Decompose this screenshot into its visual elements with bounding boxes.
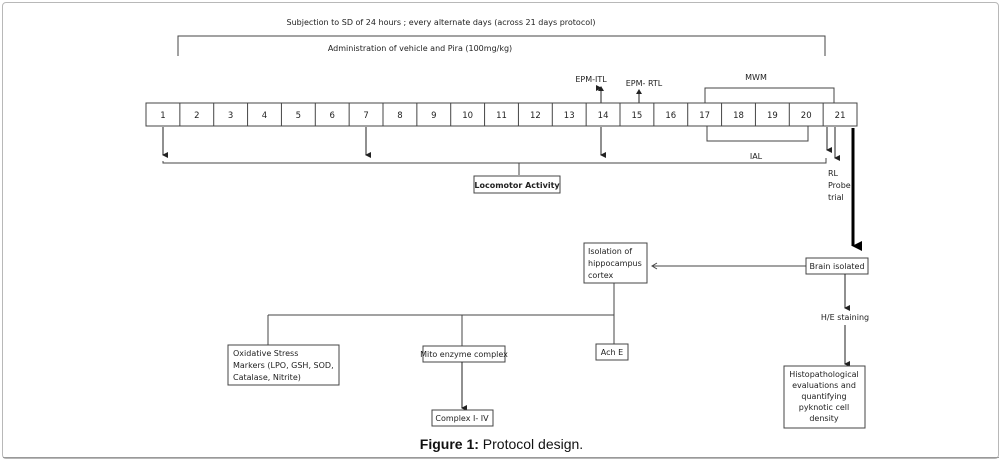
timeline-border <box>145 102 858 127</box>
figure-frame <box>2 2 999 459</box>
ial-label: IAL <box>750 152 763 161</box>
ache-box <box>595 343 629 361</box>
ache-label: Ach E <box>601 348 623 357</box>
isolation-label-1: Isolation of <box>588 247 632 256</box>
histo-label-3: quantifying <box>801 392 846 401</box>
epm-itl-label: EPM-ITL <box>575 75 607 84</box>
brain-isolated-label: Brain isolated <box>809 262 864 271</box>
epm-rtl-arrowhead <box>636 89 642 94</box>
locomotor-box <box>473 175 561 194</box>
figure-caption: Figure 1: Protocol design. <box>0 436 1003 452</box>
oxidative-box <box>227 344 340 386</box>
day-cell-6: 6 <box>330 111 335 121</box>
rl-label-3: trial <box>828 193 844 202</box>
day-cell-5: 5 <box>296 111 301 121</box>
admin-bracket <box>177 35 826 56</box>
day-cell-15: 15 <box>632 111 643 121</box>
mito-box <box>422 345 506 363</box>
locomotor-bracket <box>162 158 827 164</box>
epm-itl-arrowhead <box>598 86 604 91</box>
histo-box <box>783 365 866 429</box>
day-cell-14: 14 <box>598 111 609 121</box>
day-cell-19: 19 <box>767 111 778 121</box>
he-staining-label: H/E staining <box>821 313 869 322</box>
isolation-label-2: hippocampus <box>588 259 642 268</box>
day-cell-12: 12 <box>530 111 541 121</box>
day-cell-21: 21 <box>835 111 846 121</box>
day-cell-11: 11 <box>496 111 507 121</box>
day-cell-17: 17 <box>699 111 710 121</box>
day-cell-8: 8 <box>397 111 402 121</box>
complex-label: Complex I- IV <box>435 414 489 423</box>
oxidative-label-3: Catalase, Nitrite) <box>233 373 301 382</box>
ial-bracket <box>706 126 809 142</box>
day-cell-7: 7 <box>363 111 368 121</box>
mwm-label: MWM <box>745 73 767 82</box>
rl-label-1: RL <box>828 169 839 178</box>
bottom-rule <box>3 457 999 458</box>
rl-label-2: Probe <box>828 181 851 190</box>
day-cell-18: 18 <box>733 111 744 121</box>
oxidative-label-1: Oxidative Stress <box>233 349 298 358</box>
isolation-label-3: cortex <box>588 271 614 280</box>
day-cell-16: 16 <box>665 111 676 121</box>
histo-label-4: pyknotic cell <box>799 403 849 412</box>
locomotor-label: Locomotor Activity <box>474 181 560 190</box>
oxidative-label-2: Markers (LPO, GSH, SOD, <box>233 361 334 370</box>
day-cell-9: 9 <box>431 111 436 121</box>
mwm-bracket <box>704 87 835 103</box>
day-cell-3: 3 <box>228 111 233 121</box>
day-cell-10: 10 <box>462 111 473 121</box>
complex-box <box>431 409 494 427</box>
histo-label-2: evaluations and <box>792 381 856 390</box>
admin-label: Administration of vehicle and Pira (100m… <box>328 44 512 53</box>
day-cell-1: 1 <box>160 111 165 121</box>
isolation-box <box>583 242 648 284</box>
mito-label: Mito enzyme complex <box>420 350 508 359</box>
epm-rtl-label: EPM- RTL <box>626 79 663 88</box>
brain-to-isolation-arrowhead <box>651 262 658 270</box>
caption-prefix: Figure 1: <box>419 436 479 452</box>
day-cell-20: 20 <box>801 111 812 121</box>
day-cell-2: 2 <box>194 111 199 121</box>
caption-text: Protocol design. <box>478 436 584 452</box>
histo-label-5: density <box>809 414 839 423</box>
day-cell-4: 4 <box>262 111 267 121</box>
histo-label-1: Histopathological <box>789 370 858 379</box>
day-cell-13: 13 <box>564 111 575 121</box>
sd-label: Subjection to SD of 24 hours ; every alt… <box>287 18 596 27</box>
